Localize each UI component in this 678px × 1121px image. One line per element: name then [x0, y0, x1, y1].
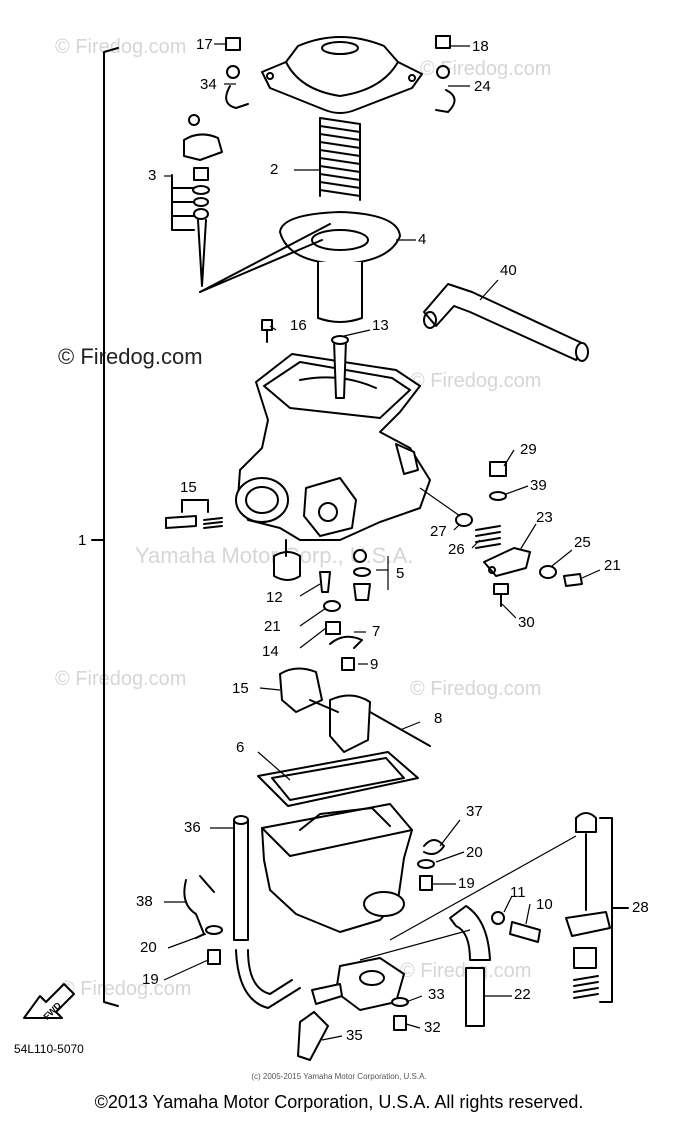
part-label-39: 39 [530, 477, 547, 494]
part-label-28: 27 [430, 523, 447, 540]
part-label-6: 6 [236, 739, 245, 756]
part-label-24: 24 [474, 78, 491, 95]
watermark-firedog: © Firedog.com [55, 668, 187, 690]
part-label-10: 10 [536, 896, 553, 913]
cover-screws-and-clips [225, 35, 456, 113]
drain-hoses [233, 815, 491, 1061]
part-label-34: 34 [200, 76, 217, 93]
part-label-3: 3 [148, 167, 157, 184]
jet-needle-set [171, 114, 223, 287]
air-cut-valve [565, 812, 629, 1003]
starter-screw [261, 319, 273, 343]
part-label-19: 19 [142, 971, 159, 988]
part-label-27: 26 [448, 541, 465, 558]
part-label-37: 37 [466, 803, 483, 820]
carburetor-body [235, 353, 431, 581]
part-label-21: 21 [264, 618, 281, 635]
part-label-38: 38 [136, 893, 153, 910]
part-label-36: 36 [184, 819, 201, 836]
part-label-25: 21 [604, 557, 621, 574]
part-label-18: 18 [472, 38, 489, 55]
part-label-1: 1 [78, 532, 87, 549]
leader-lines [163, 43, 601, 1041]
watermark-firedog: © Firedog.com [60, 978, 192, 1000]
diagram-code: 54L110-5070 [14, 1042, 84, 1056]
part-label-31: 30 [518, 614, 535, 631]
vent-hose [423, 283, 589, 362]
watermark-firedog: © Firedog.com [58, 344, 203, 369]
diaphragm-piston [199, 211, 401, 323]
part-label-18: 17 [196, 36, 213, 53]
part-label-11: 11 [510, 884, 526, 901]
part-label-20: 20 [140, 939, 157, 956]
part-label-35: 35 [346, 1027, 363, 1044]
small-hardware [183, 839, 541, 1031]
part-label-9: 9 [370, 656, 379, 673]
main-jet-parts [319, 549, 371, 671]
fuel-valve [311, 957, 405, 1011]
forward-arrow-icon [23, 983, 75, 1019]
part-label-14: 14 [262, 643, 279, 660]
part-label-40: 40 [500, 262, 517, 279]
part-label-29: 28 [632, 899, 649, 916]
float-bowl [261, 803, 413, 933]
part-label-8: 8 [434, 710, 443, 727]
diaphragm-spring [319, 117, 361, 201]
part-label-32: 32 [424, 1019, 441, 1036]
throttle-linkage-parts [419, 461, 583, 607]
part-label-2: 2 [270, 161, 279, 178]
part-label-15: 15 [232, 680, 249, 697]
carburetor-exploded-view [23, 35, 629, 1061]
part-label-22: 22 [514, 986, 531, 1003]
assembly-bracket [103, 47, 119, 1007]
part-label-4: 4 [418, 231, 427, 248]
part-label-12: 12 [266, 589, 283, 606]
watermark-firedog: © Firedog.com [420, 58, 552, 80]
watermark-firedog: © Firedog.com [410, 370, 542, 392]
part-label-16: 15 [180, 479, 197, 496]
part-label-17: 16 [290, 317, 307, 334]
part-label-19: 19 [458, 875, 475, 892]
part-label-5: 5 [396, 565, 405, 582]
part-label-26: 25 [574, 534, 591, 551]
part-label-7: 7 [372, 623, 381, 640]
part-label-23: 23 [536, 509, 553, 526]
watermark-firedog: © Firedog.com [410, 678, 542, 700]
part-label-30: 29 [520, 441, 537, 458]
fine-print-copyright: (c) 2005-2015 Yamaha Motor Corporation, … [251, 1072, 427, 1081]
part-label-13: 13 [372, 317, 389, 334]
top-cover [261, 36, 423, 114]
watermark-firedog: © Firedog.com [55, 36, 187, 58]
float-assembly [279, 667, 431, 753]
pilot-screw-set [165, 499, 223, 529]
part-label-20: 20 [466, 844, 483, 861]
copyright-notice: ©2013 Yamaha Motor Corporation, U.S.A. A… [94, 1092, 584, 1112]
float-bowl-gasket [257, 751, 419, 807]
part-label-33: 33 [428, 986, 445, 1003]
needle-jet [331, 335, 349, 399]
